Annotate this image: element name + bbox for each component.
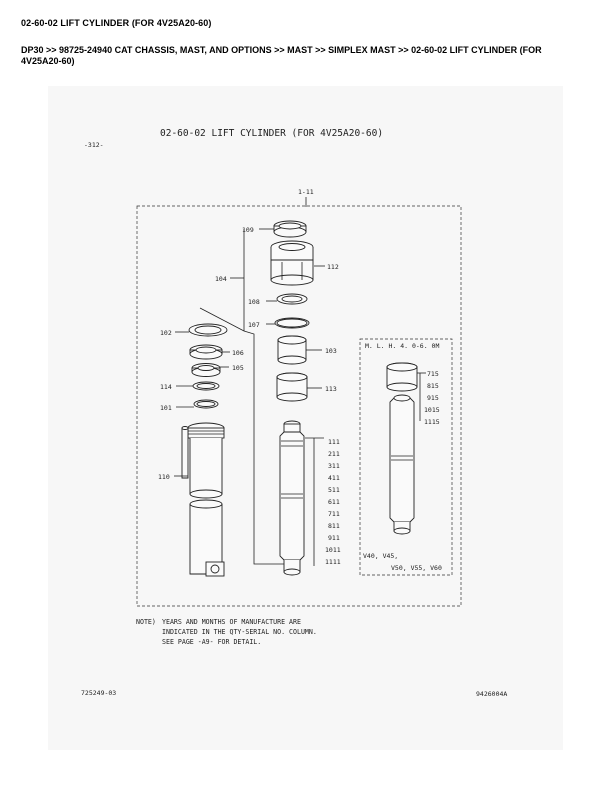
callout-106: 106 xyxy=(232,349,244,357)
rod-number-7: 711 xyxy=(328,510,340,518)
rod-number-5: 511 xyxy=(328,486,340,494)
part-112-cylinder-head[interactable] xyxy=(270,240,314,286)
callout-104: 104 xyxy=(215,275,227,283)
rod-number-6: 611 xyxy=(328,498,340,506)
note-line-2: INDICATED IN THE QTY-SERIAL NO. COLUMN. xyxy=(162,628,317,636)
part-113-piston[interactable] xyxy=(276,372,308,402)
part-107-o-ring[interactable] xyxy=(274,317,310,329)
callout-112: 112 xyxy=(327,263,339,271)
note-line-3: SEE PAGE -A9- FOR DETAIL. xyxy=(162,638,261,646)
rod-number-3: 311 xyxy=(328,462,340,470)
breadcrumb[interactable]: DP30 >> 98725-24940 CAT CHASSIS, MAST, A… xyxy=(21,45,542,66)
parts-diagram-sheet: 02-60-02 LIFT CYLINDER (FOR 4V25A20-60) … xyxy=(48,86,563,750)
part-109-seal[interactable] xyxy=(273,220,307,238)
part-114-snap-ring[interactable] xyxy=(192,381,220,391)
page-reference: -312- xyxy=(84,141,104,149)
rod-number-10: 1011 xyxy=(325,546,341,554)
rod-number-2: 211 xyxy=(328,450,340,458)
inset-number-1: 715 xyxy=(427,370,439,378)
drawing-code-left: 725249-03 xyxy=(81,689,116,697)
assembly-callout: 1-11 xyxy=(298,188,314,196)
inset-number-5: 1115 xyxy=(424,418,440,426)
part-103-bushing[interactable] xyxy=(277,335,307,365)
inset-number-4: 1015 xyxy=(424,406,440,414)
assembly-frame xyxy=(136,205,462,607)
callout-110: 110 xyxy=(158,473,170,481)
note-label: NOTE) xyxy=(136,618,156,626)
note-line-1: YEARS AND MONTHS OF MANUFACTURE ARE xyxy=(162,618,301,626)
rod-number-8: 811 xyxy=(328,522,340,530)
callout-103: 103 xyxy=(325,347,337,355)
part-108-ring[interactable] xyxy=(276,293,308,305)
rod-number-9: 911 xyxy=(328,534,340,542)
page-title: 02-60-02 LIFT CYLINDER (FOR 4V25A20-60) xyxy=(21,18,212,28)
part-105-ring[interactable] xyxy=(191,363,221,377)
inset-number-3: 915 xyxy=(427,394,439,402)
part-106-ring[interactable] xyxy=(189,344,223,360)
callout-105: 105 xyxy=(232,364,244,372)
inset-number-2: 815 xyxy=(427,382,439,390)
callout-107: 107 xyxy=(248,321,260,329)
rod-number-1: 111 xyxy=(328,438,340,446)
part-102-seal[interactable] xyxy=(188,323,228,337)
callout-101: 101 xyxy=(160,404,172,412)
part-piston-rod[interactable] xyxy=(279,420,305,576)
drawing-code-right: 9426004A xyxy=(476,690,507,698)
part-101-retaining-ring[interactable] xyxy=(193,399,219,409)
inset-title: M. L. H. 4. 0-6. 0M xyxy=(365,342,439,350)
callout-102: 102 xyxy=(160,329,172,337)
part-110-cylinder-tube[interactable] xyxy=(181,422,225,577)
callout-113: 113 xyxy=(325,385,337,393)
inset-models-line-2: V50, V55, V60 xyxy=(391,564,442,572)
rod-number-11: 1111 xyxy=(325,558,341,566)
callout-109: 109 xyxy=(242,226,254,234)
rod-number-4: 411 xyxy=(328,474,340,482)
inset-models-line-1: V40, V45, xyxy=(363,552,398,560)
inset-variant: M. L. H. 4. 0-6. 0M 715 815 915 1015 111… xyxy=(359,338,453,576)
callout-108: 108 xyxy=(248,298,260,306)
lift-cylinder-diagram: 02-60-02 LIFT CYLINDER (FOR 4V25A20-60) … xyxy=(81,128,507,698)
diagram-title: 02-60-02 LIFT CYLINDER (FOR 4V25A20-60) xyxy=(160,128,383,139)
callout-114: 114 xyxy=(160,383,172,391)
